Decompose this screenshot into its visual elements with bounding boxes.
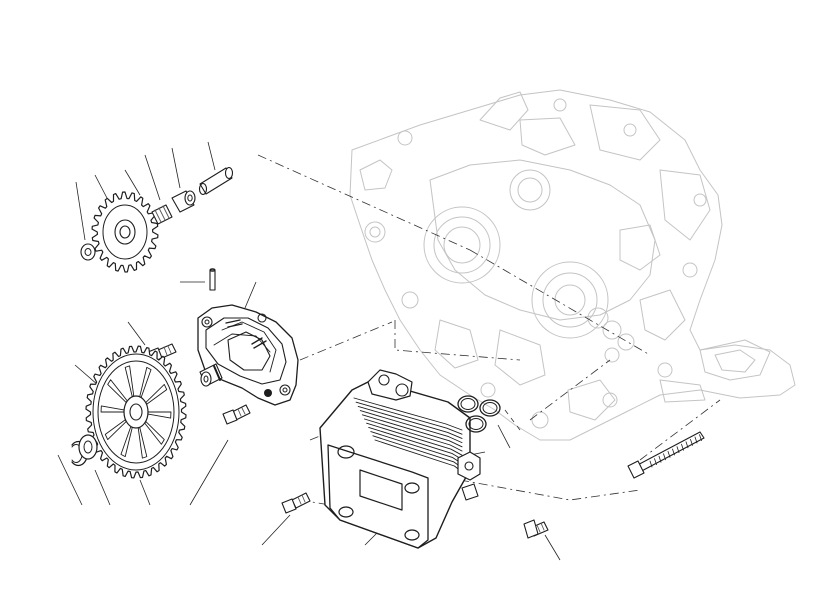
oil-pump-drive-gear — [91, 191, 159, 273]
oil-pump-driven-gear — [85, 345, 187, 479]
callout-leaders — [57, 141, 561, 561]
spacer — [171, 190, 196, 213]
bushing — [151, 204, 173, 225]
oil-cooler-screw — [281, 492, 311, 514]
dowel-pin — [209, 268, 216, 291]
long-stud-bolt — [627, 431, 705, 479]
crankcase — [349, 89, 796, 441]
oil-cooler-screw — [523, 519, 549, 539]
dowel-pin — [198, 166, 234, 196]
washer — [80, 243, 96, 261]
oil-cooler — [319, 369, 481, 549]
oil-pump-body — [197, 304, 299, 406]
oil-cooler-seal-rings — [457, 395, 501, 433]
thrust-washer — [78, 434, 98, 460]
pump-mounting-screw — [222, 404, 251, 425]
